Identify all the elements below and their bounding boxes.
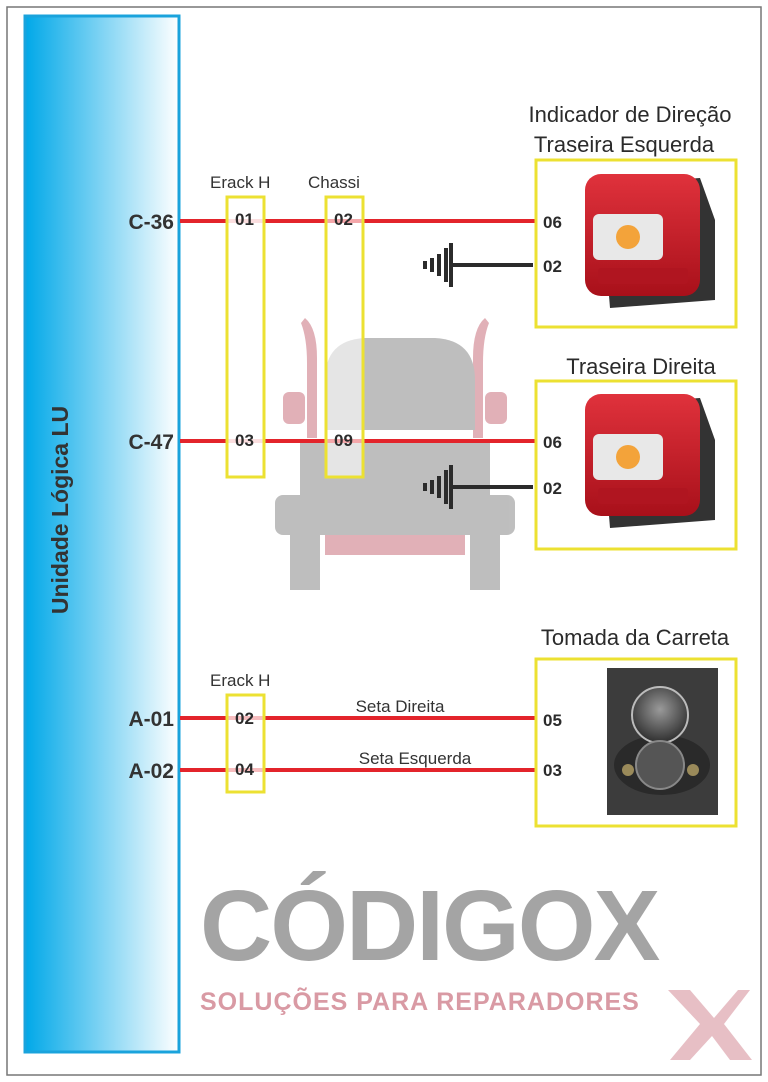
wire-label-left-turn: Seta Esquerda — [359, 749, 472, 768]
erack-pin-01: 01 — [235, 210, 254, 229]
page-border — [6, 6, 762, 1076]
connector-c47: C-47 — [128, 431, 174, 454]
erack-h-connector — [225, 195, 266, 479]
trailer-socket-box — [534, 657, 738, 828]
tail-lamp-image — [585, 394, 715, 528]
erack-h-lower-connector — [225, 693, 266, 794]
erack-h-label: Erack H — [210, 173, 270, 192]
left-rear-title-line2: Traseira Esquerda — [534, 132, 715, 157]
logic-unit-bar: Unidade Lógica LU — [23, 14, 181, 1054]
ground-icon — [423, 243, 533, 287]
erack-lower-pin-02: 02 — [235, 709, 254, 728]
connector-c36: C-36 — [128, 211, 174, 234]
trailer-pin-03: 03 — [543, 761, 562, 780]
erack-pin-03: 03 — [235, 431, 254, 450]
truck-watermark — [275, 318, 515, 590]
brand-watermark: CÓDIGOX SOLUÇÕES PARA REPARADORES — [200, 870, 662, 1016]
wire-label-right-turn: Seta Direita — [356, 697, 445, 716]
right-rear-lamp-box — [534, 379, 738, 551]
chassi-connector — [324, 195, 365, 479]
chassi-pin-02: 02 — [334, 210, 353, 229]
right-rear-title: Traseira Direita — [566, 354, 716, 379]
left-rear-lamp-box — [534, 158, 738, 329]
tail-lamp-image — [585, 174, 715, 308]
connector-a02: A-02 — [128, 760, 174, 783]
right-rear-pin-02: 02 — [543, 479, 562, 498]
chassi-label: Chassi — [308, 173, 360, 192]
brand-tagline: SOLUÇÕES PARA REPARADORES — [200, 986, 640, 1016]
brand-x-watermark — [668, 990, 752, 1060]
brand-watermark-text: CÓDIGOX — [200, 870, 660, 982]
connector-a01: A-01 — [128, 708, 174, 731]
left-rear-pin-02: 02 — [543, 257, 562, 276]
erack-h-lower-label: Erack H — [210, 671, 270, 690]
trailer-socket-image — [607, 668, 718, 815]
left-rear-title-line1: Indicador de Direção — [528, 102, 731, 127]
chassi-pin-09: 09 — [334, 431, 353, 450]
left-rear-pin-06: 06 — [543, 213, 562, 232]
erack-lower-pin-04: 04 — [235, 760, 254, 779]
trailer-socket-title: Tomada da Carreta — [541, 625, 730, 650]
logic-unit-label: Unidade Lógica LU — [47, 406, 73, 614]
right-rear-pin-06: 06 — [543, 433, 562, 452]
trailer-pin-05: 05 — [543, 711, 562, 730]
ground-icon — [423, 465, 533, 509]
